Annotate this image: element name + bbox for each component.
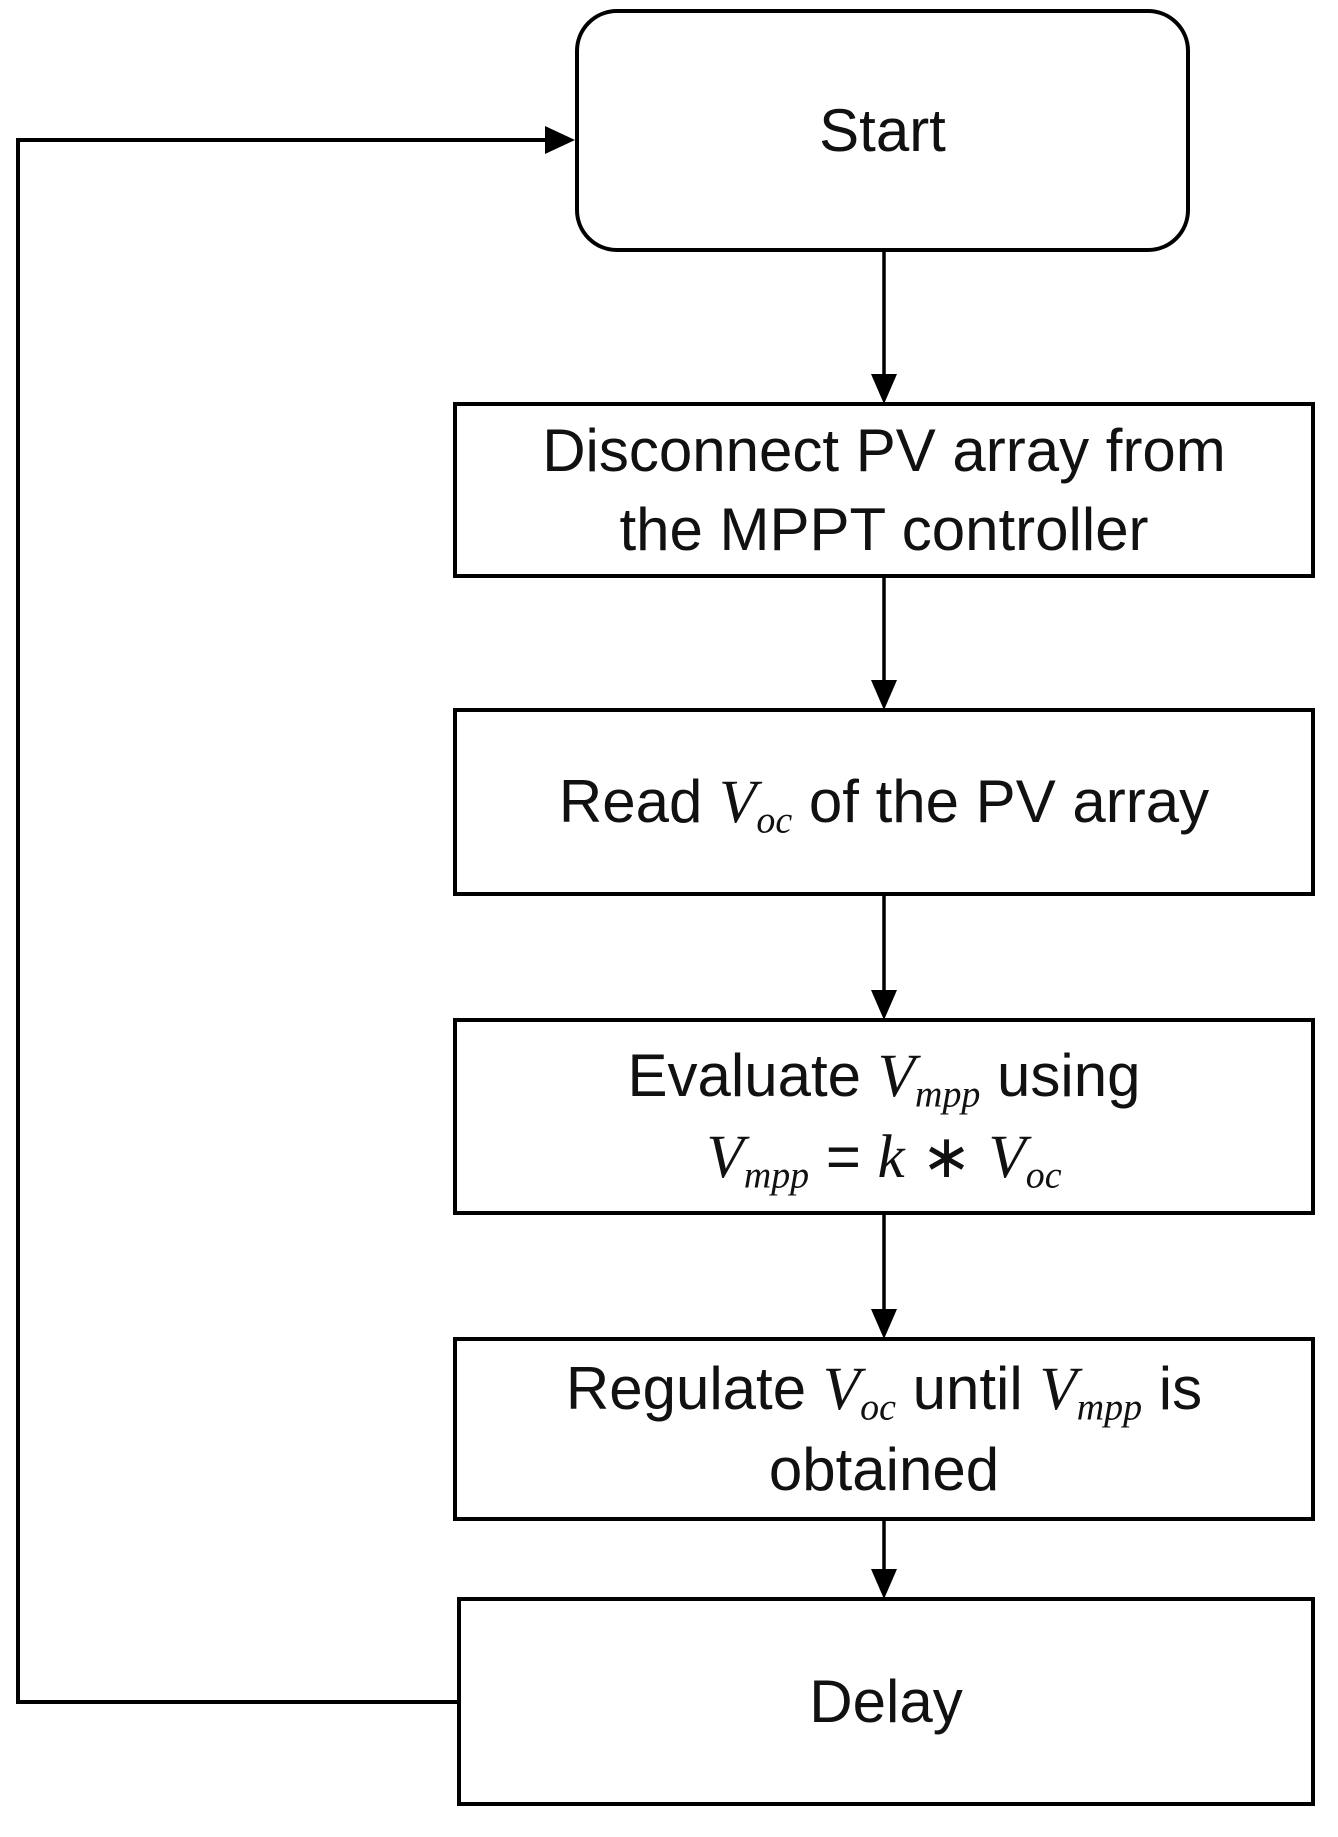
arrowhead-right-icon xyxy=(545,126,575,154)
edge-evaluate-to-regulate xyxy=(871,1215,897,1339)
node-label-delay: Delay xyxy=(809,1667,963,1735)
flow-node-start: Start xyxy=(575,9,1190,252)
edge-disconnect-to-read-voc xyxy=(871,578,897,710)
edge-read-voc-to-evaluate xyxy=(871,896,897,1020)
node-label-read-voc: Read Voc of the PV array xyxy=(558,767,1210,842)
arrowhead-down-icon xyxy=(871,1309,897,1339)
arrowhead-down-icon xyxy=(871,374,897,404)
node-label-start: Start xyxy=(819,96,946,164)
flow-node-delay: Delay xyxy=(457,1597,1315,1806)
arrowhead-down-icon xyxy=(871,1569,897,1599)
edge-delay-to-start-loop xyxy=(16,126,575,1704)
arrowhead-down-icon xyxy=(871,680,897,710)
edge-regulate-to-delay xyxy=(871,1521,897,1599)
edge-start-to-disconnect xyxy=(871,252,897,404)
arrowhead-down-icon xyxy=(871,990,897,1020)
flow-node-read-voc: Read Voc of the PV array xyxy=(453,708,1315,896)
